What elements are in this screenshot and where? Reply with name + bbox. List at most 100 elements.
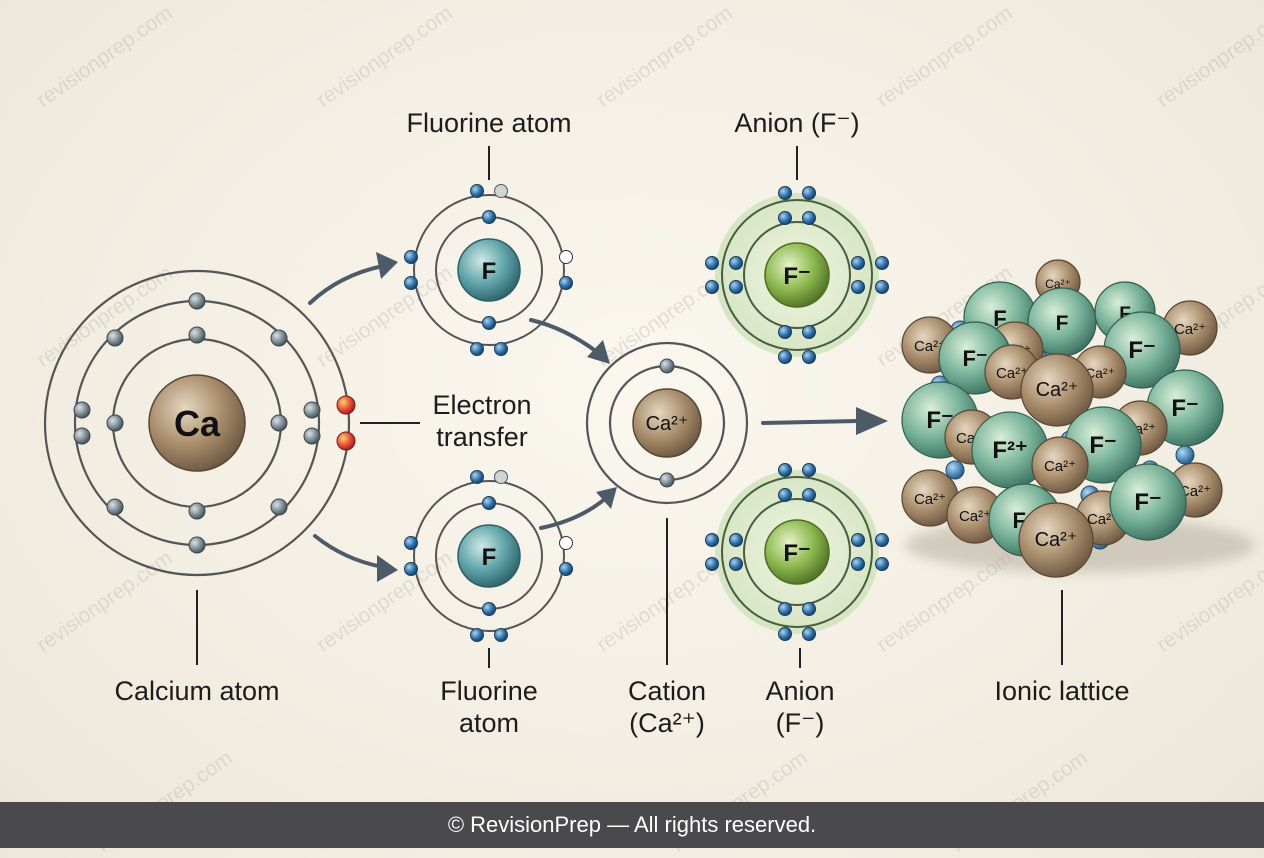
fluorine-outer-shell bbox=[413, 194, 565, 346]
label-anion-bottom-line1: Anion bbox=[765, 676, 835, 706]
electron bbox=[778, 325, 792, 339]
electron bbox=[494, 470, 508, 484]
electron bbox=[729, 557, 743, 571]
transfer-arrows bbox=[308, 264, 860, 569]
lattice-sphere bbox=[1020, 353, 1094, 427]
lattice-ion-label: Ca²⁺ bbox=[1174, 321, 1206, 338]
electron bbox=[851, 280, 865, 294]
electron bbox=[802, 627, 816, 641]
fluorine-electrons bbox=[404, 184, 573, 356]
ionic-lattice: Ca²⁺FFFCa²⁺Ca²⁺Ca²⁺F⁻F⁻Ca²⁺Ca²⁺Ca²⁺F⁻F⁻C… bbox=[901, 259, 1255, 578]
lattice-calcium-ion: Ca²⁺ bbox=[1031, 436, 1089, 494]
label-anion-top: Anion (F⁻) bbox=[734, 108, 860, 138]
lattice-ion-label: Ca²⁺ bbox=[914, 338, 946, 355]
electron bbox=[482, 210, 496, 224]
electron bbox=[778, 350, 792, 364]
lattice-sphere bbox=[1109, 463, 1187, 541]
electron bbox=[404, 250, 418, 264]
lattice-bond bbox=[1175, 445, 1195, 465]
electron bbox=[778, 602, 792, 616]
electron bbox=[188, 326, 206, 344]
lattice-ion-label: Ca²⁺ bbox=[959, 508, 991, 525]
electron bbox=[875, 533, 889, 547]
electron bbox=[470, 470, 484, 484]
electron bbox=[851, 533, 865, 547]
electron bbox=[705, 533, 719, 547]
electron bbox=[470, 342, 484, 356]
lattice-ion-label: Ca²⁺ bbox=[996, 365, 1028, 382]
lattice-calcium-ion: Ca²⁺ bbox=[901, 469, 959, 527]
transferred-electron bbox=[336, 431, 356, 451]
electron bbox=[404, 276, 418, 290]
empty-electron-slot bbox=[559, 250, 573, 264]
anion-outer-shell bbox=[721, 476, 873, 628]
arrow-f-bottom-to-cation bbox=[539, 496, 608, 530]
electron bbox=[559, 276, 573, 290]
empty-electron-slot bbox=[559, 536, 573, 550]
electron bbox=[802, 211, 816, 225]
electron bbox=[188, 502, 206, 520]
arrowhead bbox=[856, 407, 888, 435]
lattice-bond bbox=[945, 460, 965, 480]
lattice-ion-label: F bbox=[1119, 304, 1131, 325]
lattice-fluoride-ion: F bbox=[1027, 287, 1097, 357]
electron bbox=[778, 488, 792, 502]
fluorine-symbol: F bbox=[482, 258, 497, 285]
arrow-heads bbox=[376, 252, 888, 582]
fluorine-atom-bottom bbox=[404, 470, 573, 642]
lattice-calcium-ion: Ca²⁺ bbox=[1020, 353, 1094, 427]
lattice-ion-label: F⁻ bbox=[962, 346, 987, 371]
fluorine-electrons bbox=[404, 470, 573, 642]
anion-inner-shell bbox=[743, 221, 851, 329]
arrow-to-lattice bbox=[761, 419, 860, 425]
electron bbox=[270, 414, 288, 432]
electron bbox=[802, 488, 816, 502]
electron bbox=[482, 602, 496, 616]
lattice-ion-label: F bbox=[1056, 312, 1069, 335]
electron bbox=[494, 184, 508, 198]
fluorine-nucleus bbox=[457, 524, 521, 588]
calcium-ion bbox=[585, 341, 749, 505]
label-calcium-atom: Calcium atom bbox=[114, 676, 280, 706]
lattice-ion-label: Ca²⁺ bbox=[1036, 379, 1079, 401]
arrowhead bbox=[376, 252, 398, 279]
calcium-shell-4 bbox=[43, 269, 351, 577]
electron bbox=[494, 342, 508, 356]
lattice-fluoride-ion: F²⁺ bbox=[971, 411, 1049, 489]
label-ionic-lattice: Ionic lattice bbox=[994, 676, 1130, 706]
electron bbox=[875, 280, 889, 294]
electron bbox=[659, 472, 675, 488]
lattice-calcium-ion: Ca²⁺ bbox=[1018, 502, 1094, 578]
cation-outer-shell bbox=[585, 341, 749, 505]
label-anion-bottom-line2: (F⁻) bbox=[775, 708, 825, 738]
lattice-ion-label: F²⁺ bbox=[992, 437, 1027, 464]
fluoride-symbol: F⁻ bbox=[783, 540, 810, 567]
electron bbox=[729, 280, 743, 294]
anion-electrons bbox=[705, 463, 889, 641]
electron bbox=[106, 498, 124, 516]
electron bbox=[303, 427, 321, 445]
lattice-calcium-ion: Ca²⁺ bbox=[946, 486, 1004, 544]
electron bbox=[705, 557, 719, 571]
label-cation-line1: Cation bbox=[627, 676, 707, 706]
electron bbox=[778, 463, 792, 477]
arrowhead bbox=[377, 555, 398, 582]
lattice-ion-label: F⁻ bbox=[1128, 337, 1155, 364]
electron bbox=[778, 627, 792, 641]
lattice-ion-label: Ca²⁺ bbox=[914, 491, 946, 508]
fluoride-anion-bottom bbox=[705, 463, 889, 641]
lattice-sphere bbox=[1031, 436, 1089, 494]
electron bbox=[404, 562, 418, 576]
electron bbox=[270, 498, 288, 516]
lattice-spheres: Ca²⁺FFFCa²⁺Ca²⁺Ca²⁺F⁻F⁻Ca²⁺Ca²⁺Ca²⁺F⁻F⁻C… bbox=[901, 259, 1224, 578]
calcium-nucleus bbox=[148, 374, 246, 472]
electron bbox=[482, 496, 496, 510]
fluorine-outer-shell bbox=[413, 480, 565, 632]
label-electron-transfer-line2: transfer bbox=[436, 422, 528, 452]
lattice-ion-label: Ca²⁺ bbox=[1044, 458, 1076, 475]
calcium-atom bbox=[43, 269, 356, 577]
label-fluorine-atom-bottom-line1: Fluorine bbox=[440, 676, 538, 706]
electron bbox=[494, 628, 508, 642]
lattice-fluoride-ion: F⁻ bbox=[1109, 463, 1187, 541]
